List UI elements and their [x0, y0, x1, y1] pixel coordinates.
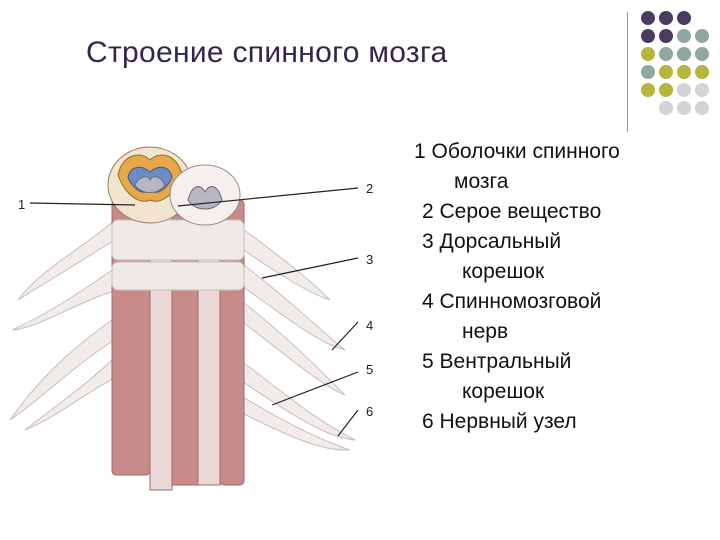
legend-item: 6 Нервный узел [414, 407, 620, 437]
dot [677, 29, 691, 43]
legend-text: мозга [454, 170, 509, 193]
legend-text: 2 Серое вещество [422, 200, 602, 223]
figure-label-4: 4 [366, 318, 373, 333]
legend-item: 3 Дорсальный корешок [414, 227, 620, 287]
legend-text: 1 Оболочки спинного [414, 140, 620, 163]
legend-text: корешок [462, 260, 545, 283]
legend-text: нерв [462, 320, 509, 343]
figure-label-6: 6 [366, 404, 373, 419]
legend-item: 2 Серое вещество [414, 197, 620, 227]
cross-section [107, 146, 241, 226]
dot [659, 65, 673, 79]
dot [641, 11, 655, 25]
dot [677, 101, 691, 115]
left-nerves [9, 219, 119, 431]
right-nerves [235, 224, 356, 451]
legend-list: 1 Оболочки спинного мозга 2 Серое вещест… [414, 137, 620, 437]
dot [695, 101, 709, 115]
dot [695, 83, 709, 97]
slide-title: Строение спинного мозга [86, 36, 448, 69]
legend-text: корешок [462, 380, 545, 403]
legend-text: 3 Дорсальный [422, 230, 562, 253]
dot [641, 47, 655, 61]
dot [695, 47, 709, 61]
figure-label-3: 3 [366, 252, 373, 267]
legend-text: 6 Нервный узел [422, 410, 577, 433]
figure-label-1: 1 [18, 197, 25, 212]
dot [695, 29, 709, 43]
dot [641, 29, 655, 43]
figure-label-2: 2 [366, 181, 373, 196]
dot [677, 47, 691, 61]
dot [641, 83, 655, 97]
legend-text: 4 Спинномозговой [422, 290, 602, 313]
dot [659, 29, 673, 43]
legend-item: 4 Спинномозговой нерв [414, 287, 620, 347]
dot [677, 65, 691, 79]
figure-label-5: 5 [366, 362, 373, 377]
title-divider [627, 12, 628, 132]
dot [641, 65, 655, 79]
dot [695, 65, 709, 79]
legend-text: 5 Вентральный [422, 350, 572, 373]
root-bands [111, 219, 245, 291]
dot [659, 47, 673, 61]
pointer-lines [29, 187, 359, 437]
dot [659, 101, 673, 115]
dot [677, 83, 691, 97]
legend-item: 1 Оболочки спинного мозга [414, 137, 620, 197]
spinal-cord-illustration: 1 2 3 4 5 6 [9, 146, 373, 491]
legend-item: 5 Вентральный корешок [414, 347, 620, 407]
dot [659, 11, 673, 25]
dot [677, 11, 691, 25]
dot [659, 83, 673, 97]
